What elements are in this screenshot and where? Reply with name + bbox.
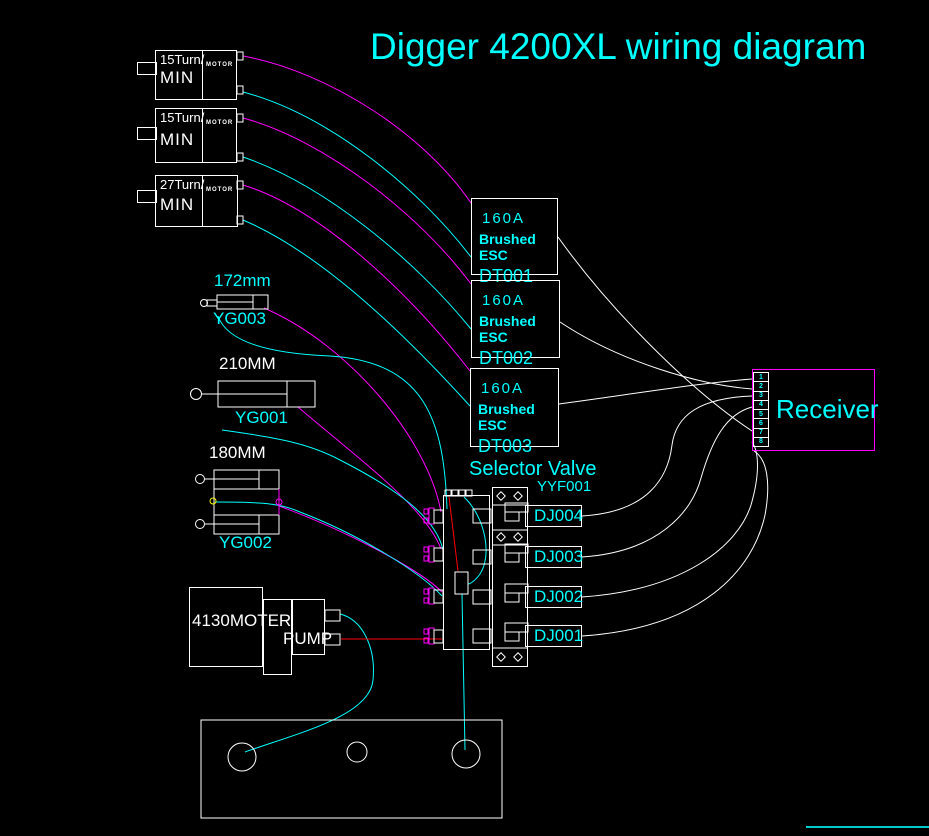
- motor-3: 27Turn/ MIN MOTOR: [137, 175, 238, 227]
- receiver-pin-5: 5: [754, 410, 768, 420]
- wire-yg003-valve-magenta: [263, 307, 442, 513]
- wire-yg003-valve-cyan: [217, 315, 448, 510]
- selector-valve-id: YYF001: [537, 478, 592, 495]
- cylinder-yg001-size: 210MM: [219, 354, 276, 373]
- motor-3-shaft: [137, 190, 157, 203]
- motor-1-type: MOTOR: [206, 62, 234, 68]
- motor-3-type: MOTOR: [206, 187, 234, 193]
- wire-dj003-receiver: [581, 406, 753, 558]
- motor-1: 15Turn/ MIN MOTOR: [137, 50, 237, 100]
- receiver-pin-3: 3: [754, 392, 768, 401]
- pump-coupler-box: [263, 599, 292, 675]
- yg002-port-marker-magenta: [275, 498, 283, 506]
- motor-2-shaft: [137, 127, 157, 140]
- wire-yg002-valve-magenta: [278, 505, 443, 593]
- valve-channel-dj001-label: DJ001: [534, 626, 584, 645]
- cylinder-yg003-size: 172mm: [214, 271, 271, 290]
- wire-yg001-valve-magenta: [297, 406, 442, 550]
- valve-body-details: [444, 489, 529, 662]
- pump-outlet-stubs: [324, 609, 341, 646]
- wire-motor1-magenta: [242, 55, 472, 204]
- cylinder-yg001-shape: [190, 380, 316, 408]
- receiver-pin-2: 2: [754, 382, 768, 392]
- valve-channel-dj003: DJ003: [525, 546, 584, 568]
- wire-motor2-magenta: [242, 117, 472, 285]
- esc-dt001-id: DT001: [479, 266, 534, 286]
- selector-valve-title: Selector Valve: [469, 458, 597, 480]
- receiver-pinblock: 1 2 3 4 5 6 7 8: [753, 372, 769, 447]
- receiver-label: Receiver: [776, 394, 879, 424]
- wire-motor2-cyan: [242, 156, 472, 330]
- valve-stack-column: [492, 487, 528, 667]
- valve-channel-dj003-label: DJ003: [534, 547, 584, 566]
- wire-dt002-receiver: [559, 321, 753, 390]
- page-title: Digger 4200XL wiring diagram: [370, 26, 867, 67]
- wire-dj001-receiver: [581, 450, 769, 637]
- esc-dt002-id: DT002: [479, 348, 534, 368]
- motor-2-divider: [202, 109, 203, 162]
- receiver-pin-7: 7: [754, 429, 768, 438]
- esc-dt002-rating: 160A: [482, 292, 526, 309]
- wire-valve-battery-cyan: [461, 593, 466, 751]
- esc-dt003: 160A Brushed ESC DT003: [470, 368, 559, 456]
- wire-pump-cyan: [244, 613, 374, 753]
- cylinder-yg001-id: YG001: [235, 408, 288, 427]
- motor-1-speed: 15Turn/: [160, 52, 205, 67]
- motor-3-unit: MIN: [160, 195, 195, 214]
- receiver-pin-6: 6: [754, 419, 768, 429]
- cylinder-yg002-id: YG002: [219, 533, 272, 552]
- esc-dt003-type: Brushed ESC: [478, 401, 535, 433]
- yg002-port-marker-yellow: [209, 497, 217, 505]
- motor-3-divider: [202, 176, 203, 226]
- wire-motor3-magenta: [242, 184, 471, 372]
- motor-2: 15Turn/ MIN MOTOR: [137, 108, 237, 163]
- pump-label: PUMP: [283, 629, 333, 648]
- pump-box: [292, 599, 325, 655]
- esc-dt002-type: Brushed ESC: [479, 313, 536, 345]
- wire-motor3-cyan: [242, 219, 471, 407]
- wire-motor1-cyan: [242, 91, 472, 258]
- valve-channel-dj002-label: DJ002: [534, 587, 584, 606]
- valve-manifold-body: [443, 495, 490, 650]
- receiver-pin-1: 1: [754, 373, 768, 383]
- cylinder-yg002-shape: [195, 469, 280, 535]
- cylinder-yg003-id: YG003: [213, 309, 266, 328]
- motor-2-unit: MIN: [160, 130, 195, 149]
- esc-dt003-rating: 160A: [481, 380, 525, 397]
- esc-dt003-id: DT003: [478, 436, 533, 456]
- cylinder-yg002-size: 180MM: [209, 443, 266, 462]
- valve-channel-dj001: DJ001: [525, 625, 584, 647]
- receiver-box: 1 2 3 4 5 6 7 8 Receiver: [752, 369, 879, 451]
- wire-dj002-receiver: [581, 441, 758, 598]
- motor-2-speed: 15Turn/: [160, 110, 205, 125]
- chassis-box-shape: [200, 719, 503, 819]
- pump-motor-label: 4130MOTER: [192, 611, 292, 630]
- pump-motor-box: [189, 587, 263, 667]
- motor-2-type: MOTOR: [206, 120, 234, 126]
- motor-1-divider: [202, 51, 203, 99]
- wire-valve-curl-cyan: [463, 496, 487, 585]
- cylinder-yg003-shape: [200, 294, 269, 310]
- valve-channel-dj004-label: DJ004: [534, 506, 584, 525]
- wire-dt003-receiver: [558, 378, 753, 405]
- wire-yg002-valve-cyan: [215, 501, 443, 597]
- receiver-pin-8: 8: [759, 438, 763, 446]
- esc-dt001-type: Brushed ESC: [479, 231, 536, 263]
- esc-dt001: 160A Brushed ESC DT001: [471, 198, 558, 286]
- wire-dt001-receiver: [557, 236, 753, 432]
- motor-3-speed: 27Turn/: [160, 177, 205, 192]
- motor-1-shaft: [137, 62, 157, 75]
- esc-dt002: 160A Brushed ESC DT002: [471, 280, 560, 368]
- motor-1-unit: MIN: [160, 68, 195, 87]
- receiver-pin-4: 4: [754, 401, 768, 410]
- valve-channel-dj004: DJ004: [525, 505, 584, 527]
- wire-valve-red: [448, 496, 459, 572]
- valve-channel-dj002: DJ002: [525, 586, 584, 608]
- esc-dt001-rating: 160A: [482, 210, 526, 227]
- wire-dj004-receiver: [581, 395, 753, 517]
